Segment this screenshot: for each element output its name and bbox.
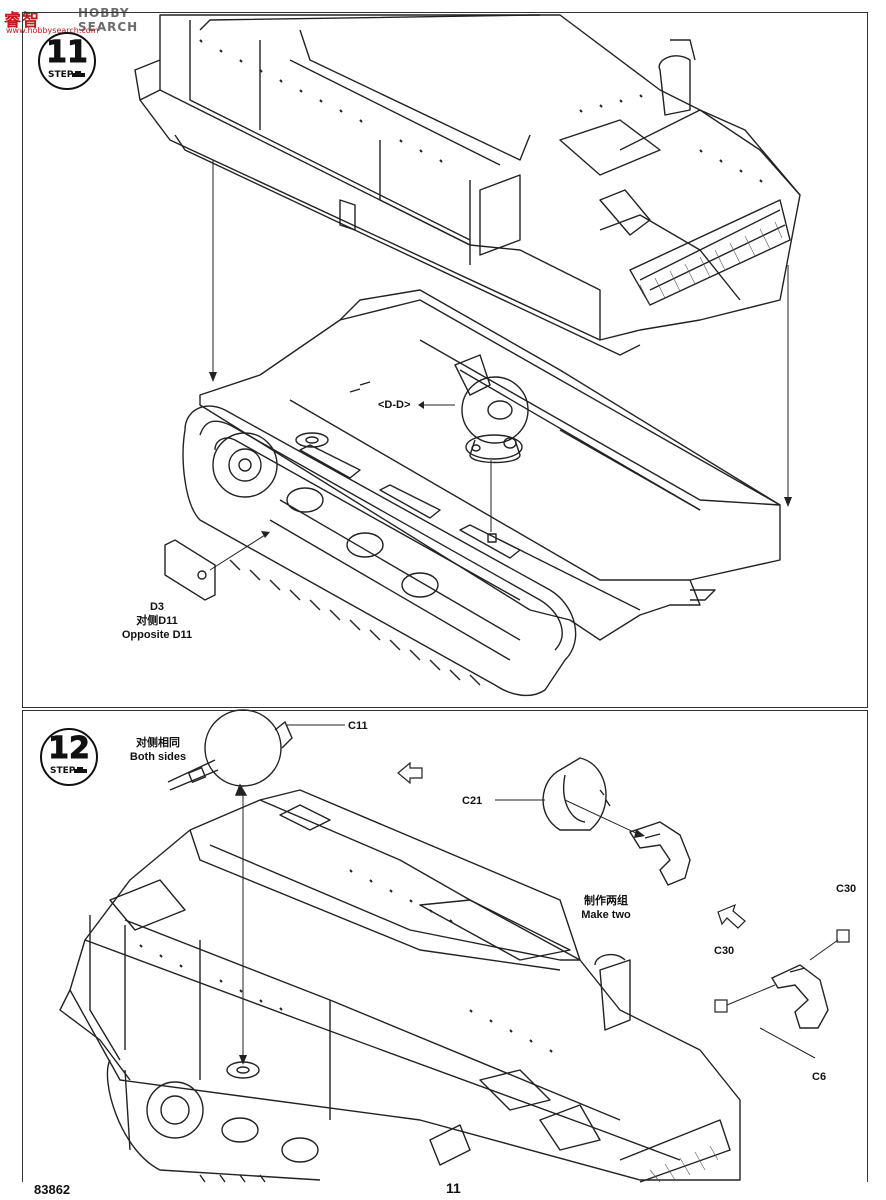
- step-12-number: 12: [48, 731, 91, 766]
- label-make-two-en: Make two: [581, 909, 631, 921]
- watermark-url: www.hobbysearch.com: [6, 26, 99, 35]
- step-11-number: 11: [46, 35, 89, 70]
- step-11-panel: [22, 12, 868, 708]
- watermark: 睿智 HOBBY SEARCH www.hobbysearch.com: [2, 2, 172, 36]
- direction-arrow-upleft: [717, 903, 746, 929]
- hull-upper-outline: [139, 14, 801, 341]
- part-c21: [542, 757, 611, 831]
- label-opposite-d11-en: Opposite D11: [121, 629, 193, 641]
- label-both-sides-en: Both sides: [129, 751, 187, 763]
- direction-arrow-left: [397, 761, 423, 785]
- step-12-badge: 12 STEP: [40, 728, 98, 786]
- track-assembly: [182, 405, 577, 697]
- chassis-outline: [199, 299, 781, 641]
- label-c21: C21: [462, 795, 483, 807]
- step-tank-icon: [72, 71, 85, 77]
- step-12-panel: [22, 710, 868, 1182]
- label-c30-lower: C30: [714, 945, 735, 957]
- hull-outline: [69, 799, 741, 1181]
- step-12-arrows: [242, 724, 839, 1060]
- label-c11: C11: [348, 720, 368, 732]
- page-number: 11: [446, 1180, 461, 1196]
- kit-code: 83862: [34, 1182, 71, 1197]
- part-bracket-upper: [628, 821, 691, 886]
- step-11-badge: 11 STEP: [38, 32, 96, 90]
- step-11-arrows: [209, 160, 789, 571]
- label-both-sides-cn: 对侧相同: [136, 737, 180, 749]
- label-d-d: <D-D>: [378, 399, 411, 411]
- label-d3: D3: [149, 601, 165, 613]
- step-11-word: STEP: [48, 70, 74, 80]
- watermark-brand: HOBBY SEARCH: [78, 6, 139, 34]
- part-d3: [164, 539, 216, 601]
- label-c6: C6: [812, 1071, 827, 1083]
- step-12-word: STEP: [50, 766, 76, 776]
- headlight-d-d: [454, 354, 529, 464]
- label-opposite-d11-cn: 对侧D11: [136, 615, 178, 627]
- label-make-two-cn: 制作两组: [584, 895, 628, 907]
- step-tank-icon: [74, 767, 87, 773]
- part-c30: [714, 929, 850, 1013]
- part-c6: [770, 964, 829, 1029]
- label-c30-upper: C30: [836, 883, 857, 895]
- watermark-logo: 睿智: [4, 11, 40, 31]
